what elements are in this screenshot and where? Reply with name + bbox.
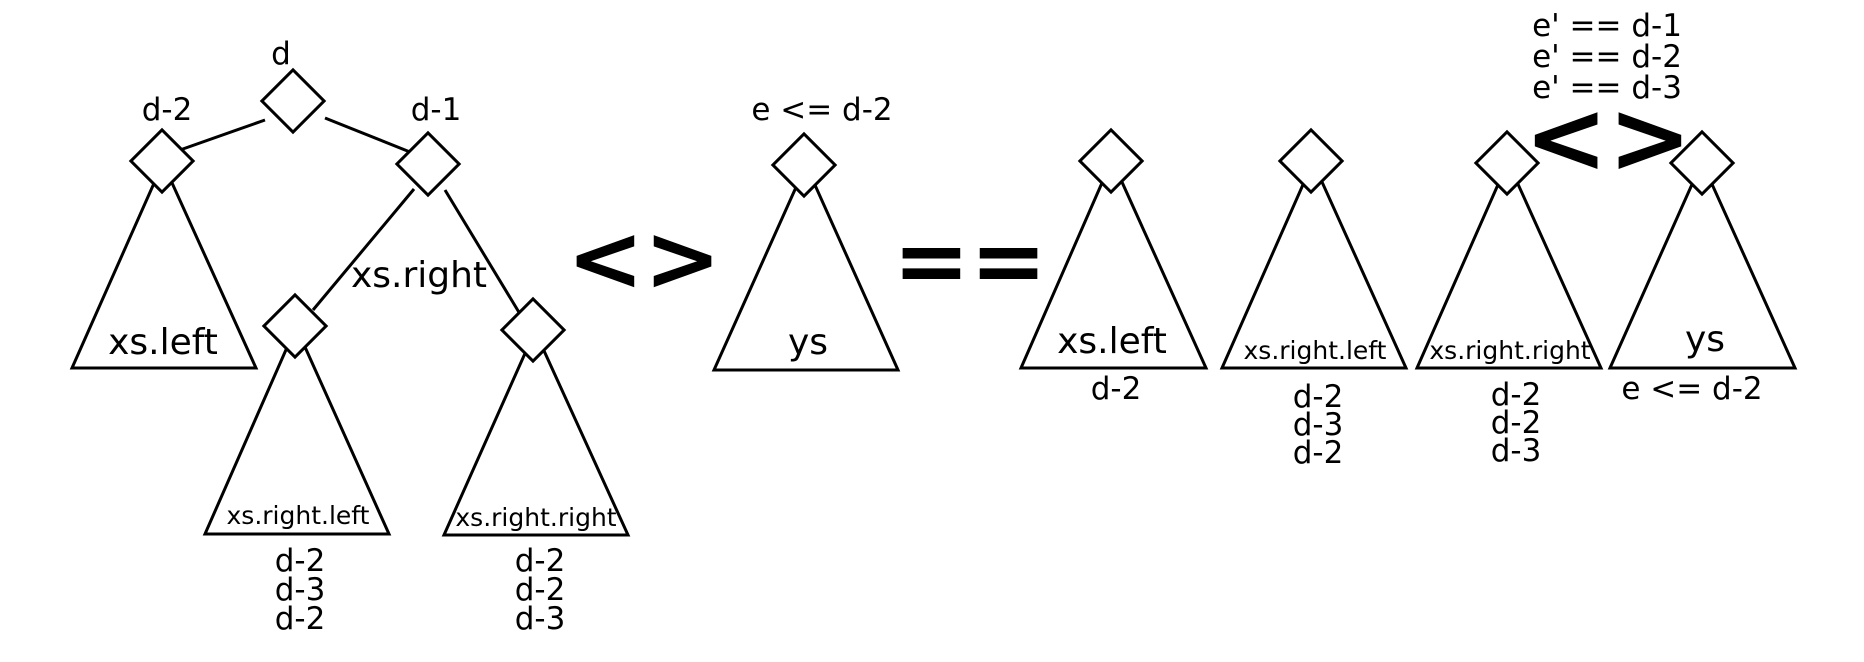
result-depth: d-2 <box>1491 377 1542 413</box>
result-node-4 <box>1668 129 1736 197</box>
left-tree: d d-2 d-1 xs.right xs.left xs.right.left… <box>69 36 631 637</box>
middle-tree: e <= d-2 ys <box>711 92 901 372</box>
result-depth: d-2 <box>1491 405 1542 441</box>
subtree-label-ys: ys <box>788 322 828 363</box>
right-depth-label: d-1 <box>411 92 462 128</box>
right-node <box>394 130 462 198</box>
root-node <box>259 67 327 135</box>
append-operator: <> <box>567 205 721 312</box>
edge-right-rightleft <box>311 188 416 311</box>
constraint-line: e' == d-2 <box>1532 39 1682 75</box>
right-right-node <box>499 296 567 364</box>
result-depth: d-3 <box>1491 433 1542 469</box>
result-depth: e <= d-2 <box>1621 371 1762 407</box>
right-left-node <box>261 292 329 360</box>
depth-list-item: d-2 <box>275 543 326 579</box>
result-label-xs-right-left: xs.right.left <box>1244 336 1387 365</box>
subtree-label-xs-left: xs.left <box>108 322 218 363</box>
result-subtree-ys <box>1607 158 1798 370</box>
result-depth: d-2 <box>1091 371 1142 407</box>
depth-list-item: d-2 <box>275 601 326 637</box>
depth-list-item: d-3 <box>275 572 326 608</box>
equals-operator: == <box>893 207 1047 314</box>
result-subtree-xs-right-left <box>1219 158 1409 370</box>
subtree-xs-right-left <box>202 323 392 536</box>
constraint-line: e' == d-1 <box>1532 8 1682 44</box>
edge-right-rightright <box>443 189 522 315</box>
left-depth-label: d-2 <box>142 92 193 128</box>
depth-list-item: d-2 <box>515 572 566 608</box>
subtree-label-xs-right-left: xs.right.left <box>227 501 370 530</box>
edge-root-right <box>324 116 411 154</box>
result-subtree-xs-left <box>1018 156 1209 370</box>
result-label-xs-left: xs.left <box>1057 321 1167 362</box>
subtree-xs-left <box>69 159 259 370</box>
depth-list-item: d-3 <box>515 601 566 637</box>
result-subtree-xs-right-right <box>1414 158 1604 370</box>
result-depth: d-3 <box>1293 407 1344 443</box>
append-operator-small: <> <box>1524 79 1692 196</box>
edge-root-left <box>179 118 266 152</box>
ys-node <box>770 131 838 199</box>
result-depth: d-2 <box>1293 435 1344 471</box>
edge-label-xs-right: xs.right <box>351 255 487 296</box>
subtree-ys <box>711 161 901 372</box>
subtree-xs-right-right <box>441 327 631 537</box>
constraint-line: e' == d-3 <box>1532 70 1682 106</box>
result-label-xs-right-right: xs.right.right <box>1429 336 1590 365</box>
result-node-2 <box>1277 127 1345 195</box>
result-label-ys: ys <box>1685 319 1725 360</box>
result-trees: e' == d-1 e' == d-2 e' == d-3 <> xs.left… <box>1018 8 1798 471</box>
result-node-3 <box>1473 129 1541 197</box>
root-depth-label: d <box>271 36 291 72</box>
ys-constraint-label: e <= d-2 <box>751 92 892 128</box>
result-depth: d-2 <box>1293 379 1344 415</box>
left-node <box>128 127 196 195</box>
subtree-label-xs-right-right: xs.right.right <box>455 503 616 532</box>
depth-list-item: d-2 <box>515 543 566 579</box>
result-node-1 <box>1077 127 1145 195</box>
